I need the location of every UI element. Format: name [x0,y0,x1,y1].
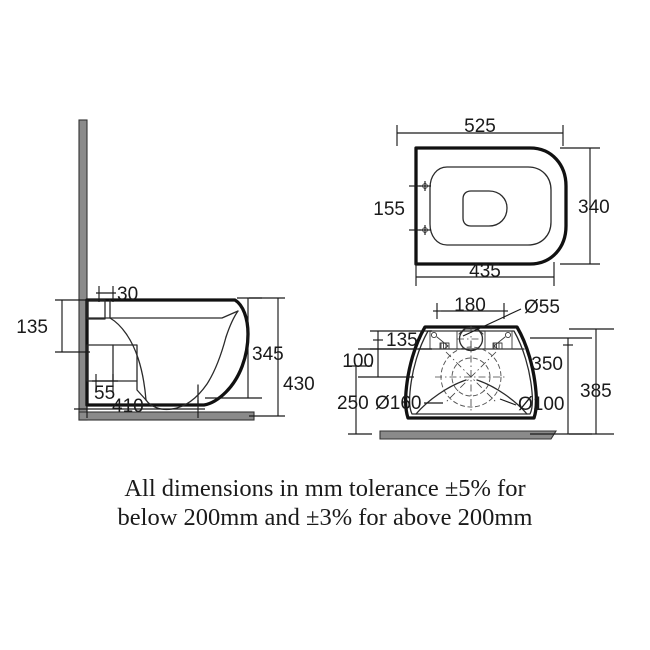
dim-135-rear-label: 135 [386,330,418,351]
dim-55-label: 55 [94,383,115,404]
dim-100-label: 100 [342,351,374,372]
skirt-right-taper [476,379,528,415]
skirt-left-taper [415,379,467,415]
dim-100-group: 100 [342,348,414,378]
dim-430-group: 430 [249,297,315,417]
dim-d160-label: Ø160 [375,393,421,414]
dim-d100-label: Ø100 [518,394,564,415]
pan-rear-inner-outline [408,330,534,415]
fixing-bracket-lower-extension [112,344,138,382]
bowl-inner-right-curve [225,310,239,338]
dim-350-label: 350 [531,354,563,375]
caption-block: All dimensions in mm tolerance ±5% for b… [118,475,533,531]
dim-180-group: 180 [433,295,508,319]
bracket-left [429,330,458,350]
flush-opening-outline [462,190,508,227]
dim-410-label: 410 [112,396,144,417]
dim-410-group: 410 [74,396,205,418]
pan-rear-outline [403,325,539,420]
dim-d100-group: Ø100 [499,394,564,415]
side-elevation-view: 30 135 55 345 430 [16,119,315,421]
dim-435-label: 435 [469,261,501,282]
dim-525-group: 525 [396,116,564,146]
dim-55-group: 55 [92,374,118,404]
dim-30-label: 30 [117,284,138,305]
rear-floor-plate [379,430,557,440]
caption-line-2: below 200mm and ±3% for above 200mm [118,504,533,531]
dim-430-label: 430 [283,374,315,395]
bracket-right [484,330,513,350]
dim-345-label: 345 [252,344,284,365]
dim-135-rear-group: 135 [370,330,432,351]
fixing-bracket-upper [86,299,106,320]
dim-385-group: 385 [569,328,614,435]
seat-inner-outline [429,166,552,246]
bowl-inner-left-curve [109,317,147,401]
dim-155-group: 155 [373,185,421,231]
caption-line-1: All dimensions in mm tolerance ±5% for [124,475,525,502]
rear-elevation-view: 180 Ø55 135 100 250 [337,295,614,440]
dim-525-label: 525 [464,116,496,137]
dim-340-group: 340 [560,147,610,265]
pan-rim-line [86,310,239,319]
flush-inlet-circle [457,326,485,353]
dim-385-label: 385 [580,381,612,402]
dim-d55-label: Ø55 [524,297,560,318]
dim-135-side-label: 135 [16,317,48,338]
bowl-inner-bottom-curve [145,336,227,411]
dim-250-label: 250 [337,393,369,414]
dim-d100-leader [499,398,517,406]
dim-30-group: 30 [96,284,138,305]
dim-250-group: 250 [337,365,372,435]
dim-d160-group: Ø160 [375,393,443,414]
fixing-bracket-connector [136,380,147,401]
dim-340-label: 340 [578,197,610,218]
pan-side-outline [85,298,250,407]
plan-view: 525 340 155 435 [373,116,610,286]
dim-d55-leader [462,308,522,337]
dim-435-group: 435 [415,261,555,286]
dim-155-label: 155 [373,199,405,220]
pan-plan-outline [414,146,568,266]
waste-outlet-circles [435,341,507,413]
floor-section [78,411,255,421]
dim-180-label: 180 [454,295,486,316]
dim-d55-group: Ø55 [462,297,560,337]
dim-135-side-group: 135 [16,299,90,353]
